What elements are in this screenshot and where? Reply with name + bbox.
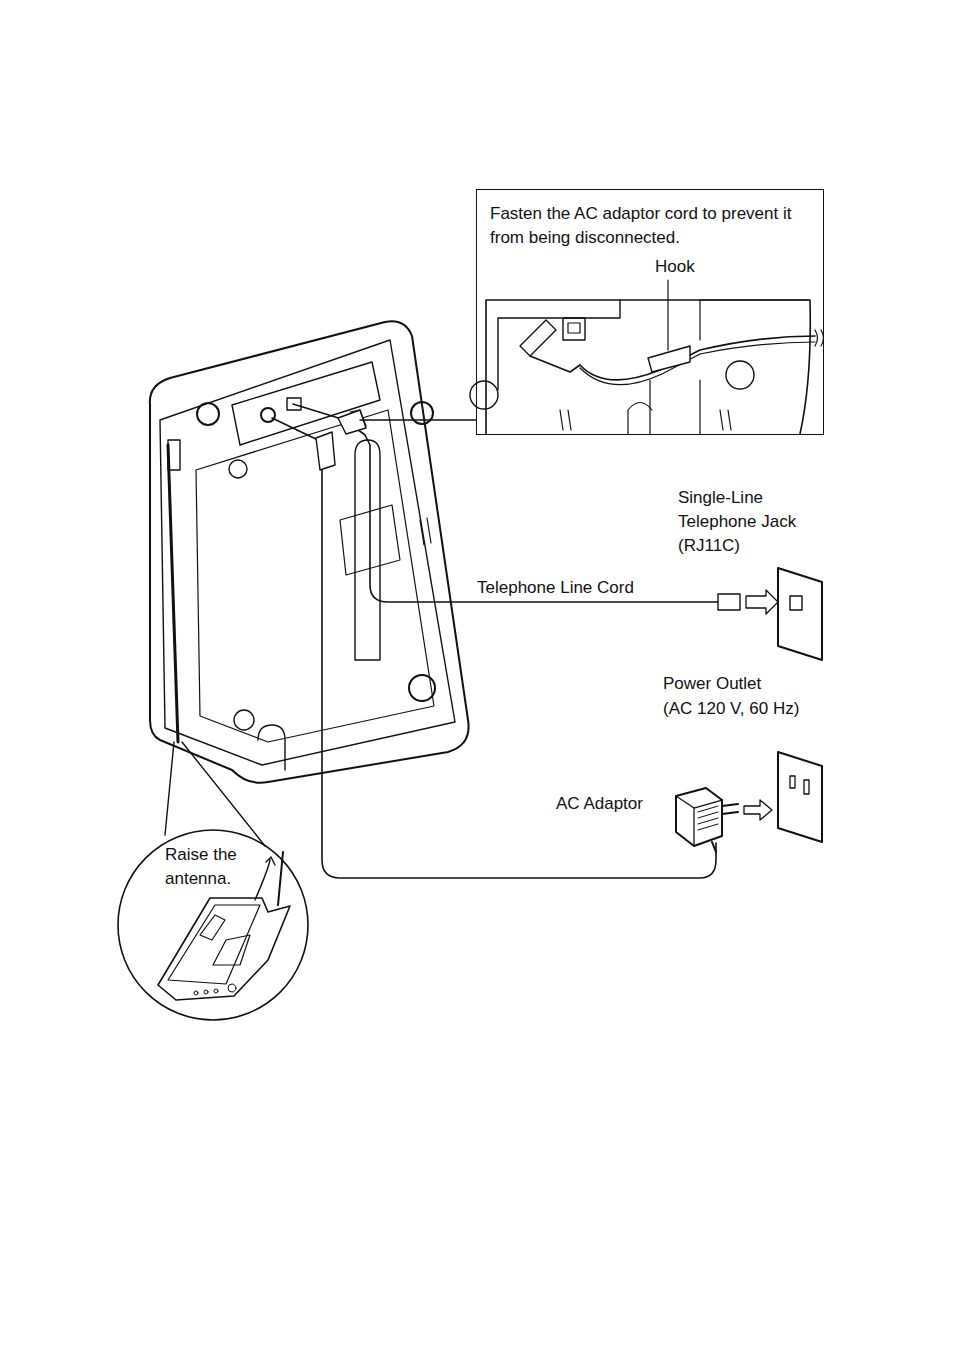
note-text: Fasten the AC adaptor cord to prevent it… — [490, 202, 810, 250]
part-name: Hook — [655, 255, 695, 279]
part-name: Single-Line Telephone Jack (RJ11C) — [678, 486, 823, 558]
inset-box: Fasten the AC adaptor cord to prevent it… — [476, 189, 824, 435]
note-text: Raise the antenna. — [165, 843, 261, 891]
spec-text: (AC 120 V, 60 Hz) — [663, 697, 799, 721]
part-name: AC Adaptor — [556, 792, 643, 816]
part-name: Power Outlet — [663, 672, 761, 696]
callout-circle: Raise the antenna. — [116, 828, 310, 1022]
part-name: Telephone Line Cord — [477, 576, 634, 600]
